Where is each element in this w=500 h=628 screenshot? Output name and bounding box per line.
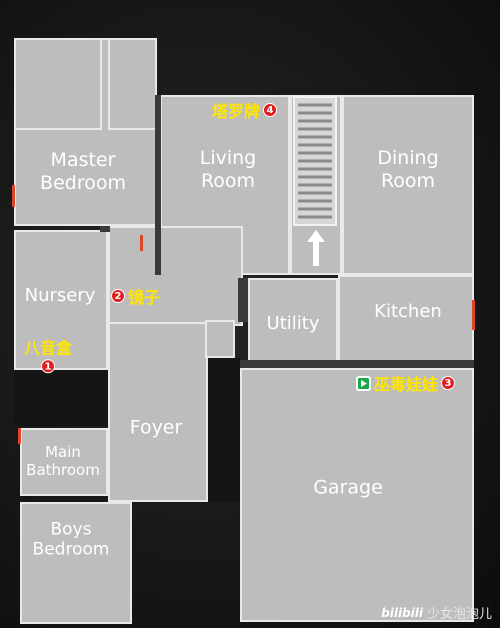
marker-music-box[interactable]: 八音盒 1 bbox=[24, 334, 73, 374]
main-bathroom-area bbox=[20, 428, 108, 496]
room-label-living-room: Living Room bbox=[199, 147, 257, 192]
marker-badge: 2 bbox=[111, 289, 125, 303]
dining-room-area bbox=[342, 95, 474, 275]
foyer-area bbox=[108, 322, 208, 502]
marker-label: 镜子 bbox=[128, 288, 161, 307]
room-label-boys-bedroom: Boys Bedroom bbox=[32, 519, 110, 560]
master-bedroom-closet-left bbox=[14, 38, 102, 130]
room-label-main-bathroom: Main Bathroom bbox=[26, 443, 100, 479]
wall-gap bbox=[238, 278, 248, 322]
utility-area bbox=[248, 278, 338, 366]
red-edge-light bbox=[18, 428, 21, 444]
nursery-area bbox=[14, 230, 108, 370]
room-label-foyer: Foyer bbox=[129, 416, 183, 439]
kitchen-area bbox=[338, 275, 474, 366]
play-icon bbox=[356, 375, 371, 391]
marker-mirror[interactable]: 2 镜子 bbox=[111, 284, 160, 308]
bilibili-logo: bilibili bbox=[381, 605, 423, 620]
garage-area bbox=[240, 368, 474, 622]
room-label-kitchen: Kitchen bbox=[374, 301, 442, 323]
wall-gap bbox=[14, 370, 108, 426]
marker-voodoo-doll[interactable]: 巫毒娃娃 3 bbox=[356, 371, 456, 395]
marker-label: 巫毒娃娃 bbox=[374, 375, 439, 394]
stairs bbox=[293, 96, 337, 226]
marker-badge: 4 bbox=[263, 103, 278, 117]
watermark: bilibili 少女泡泡儿 bbox=[381, 603, 492, 623]
room-label-master-bedroom: Master Bedroom bbox=[40, 149, 126, 194]
wall-gap bbox=[208, 358, 240, 502]
room-label-garage: Garage bbox=[313, 476, 383, 499]
marker-badge: 1 bbox=[41, 359, 55, 374]
arrow-up-icon bbox=[307, 230, 325, 266]
wall-gap bbox=[155, 95, 161, 275]
marker-label: 塔罗牌 bbox=[212, 102, 261, 121]
room-label-nursery: Nursery bbox=[24, 285, 96, 307]
master-bedroom-closet-right bbox=[108, 38, 157, 130]
wall-gap bbox=[100, 226, 110, 232]
marker-label: 八音盒 bbox=[24, 338, 73, 358]
boys-bedroom-area bbox=[20, 502, 132, 624]
red-edge-light bbox=[140, 235, 143, 251]
room-label-utility: Utility bbox=[266, 313, 320, 335]
red-edge-light bbox=[12, 185, 15, 207]
hallway-area bbox=[108, 226, 243, 326]
marker-badge: 3 bbox=[441, 376, 456, 390]
red-edge-light bbox=[472, 300, 475, 330]
marker-tarot-cards[interactable]: 塔罗牌 4 bbox=[212, 98, 278, 122]
room-label-dining-room: Dining Room bbox=[377, 147, 439, 192]
watermark-author: 少女泡泡儿 bbox=[426, 607, 492, 622]
wall-gap bbox=[240, 360, 474, 368]
foyer-entry-block bbox=[205, 320, 235, 358]
